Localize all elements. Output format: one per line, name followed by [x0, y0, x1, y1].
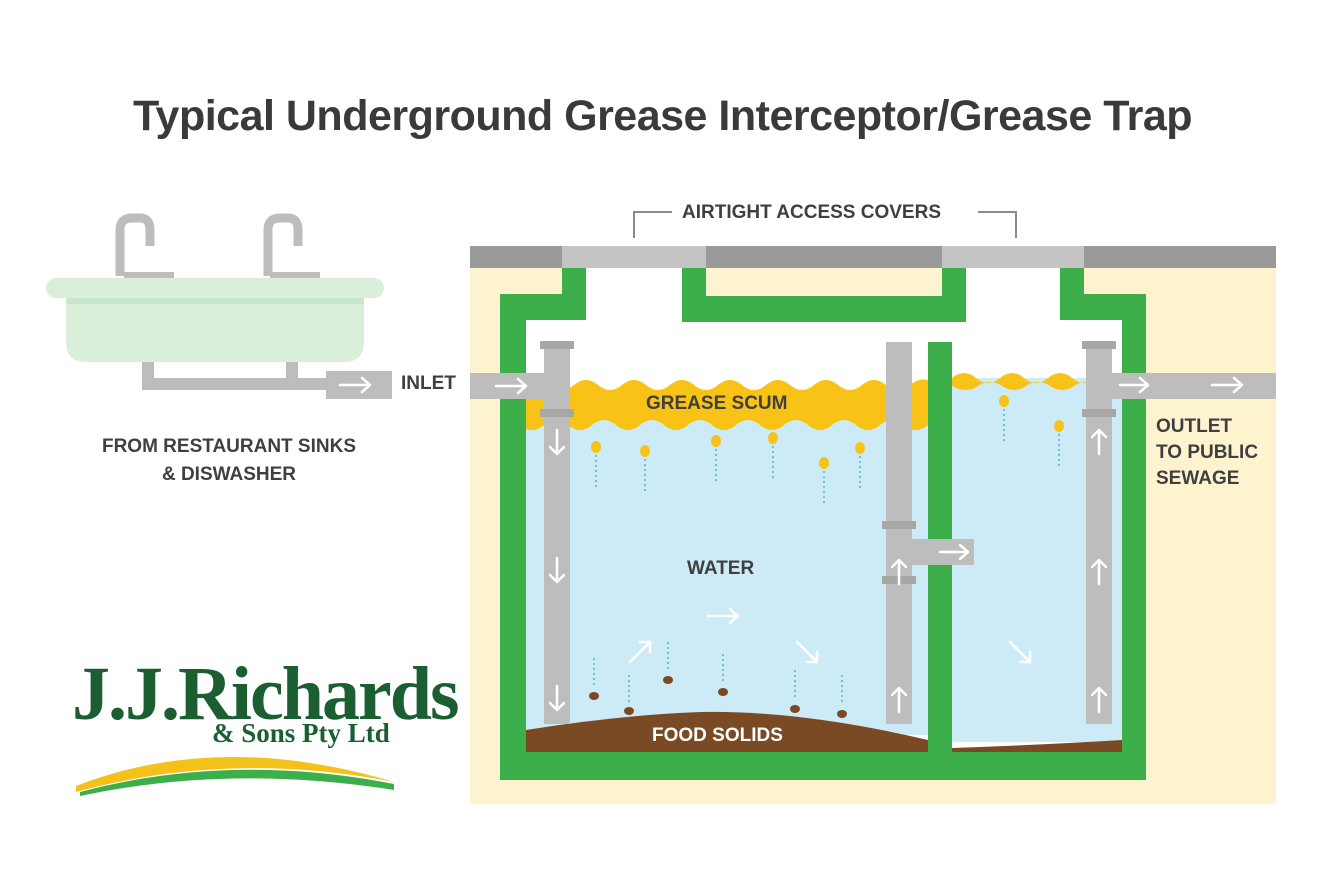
food-solids-label: FOOD SOLIDS — [652, 725, 783, 746]
outlet-dip-pipe — [1086, 344, 1112, 724]
pipe-cap — [540, 341, 574, 349]
sinks-label-line2: & DISWASHER — [161, 464, 297, 485]
access-covers-label: AIRTIGHT ACCESS COVERS — [682, 202, 941, 223]
pipe-coupling — [882, 521, 916, 529]
grease-scum-layer — [518, 379, 934, 430]
faucet-icon — [115, 213, 155, 276]
outlet-label: OUTLET TO PUBLIC SEWAGE — [1156, 414, 1258, 492]
outlet-label-line3: SEWAGE — [1156, 468, 1240, 489]
grease-droplet-icon — [591, 395, 1064, 506]
grease-scum-label: GREASE SCUM — [646, 393, 788, 414]
faucet-icon — [263, 213, 303, 276]
inlet-label: INLET — [401, 373, 456, 394]
access-opening-left — [586, 268, 682, 322]
covers-bracket — [633, 211, 1017, 238]
water-left — [526, 390, 928, 735]
sinks-label: FROM RESTAURANT SINKS & DISWASHER — [88, 433, 370, 489]
access-opening-right — [966, 268, 1060, 322]
flow-arrow-icon — [338, 376, 1244, 714]
outlet-label-line1: OUTLET — [1156, 416, 1232, 437]
pipe-coupling — [1082, 409, 1116, 417]
food-solids-layer — [526, 711, 928, 752]
solid-particle-icon — [589, 642, 847, 718]
inlet-dip-pipe — [544, 344, 570, 724]
sinks-label-line1: FROM RESTAURANT SINKS — [101, 436, 357, 457]
pipe-cap — [1082, 341, 1116, 349]
logo-wordmark: J.J.Richards — [72, 652, 460, 736]
logo-swoosh — [76, 756, 394, 796]
access-cover-right — [942, 246, 1084, 268]
water-label: WATER — [687, 558, 755, 579]
sink-icon — [46, 213, 392, 399]
pipe-coupling — [540, 409, 574, 417]
transfer-pipe — [886, 342, 912, 724]
page-title: Typical Underground Grease Interceptor/G… — [132, 92, 1193, 140]
logo-subtitle: & Sons Pty Ltd — [212, 718, 390, 748]
outlet-label-line2: TO PUBLIC — [1156, 442, 1259, 463]
access-cover-left — [562, 246, 706, 268]
food-solids-right — [952, 740, 1122, 752]
water-right — [952, 378, 1122, 742]
